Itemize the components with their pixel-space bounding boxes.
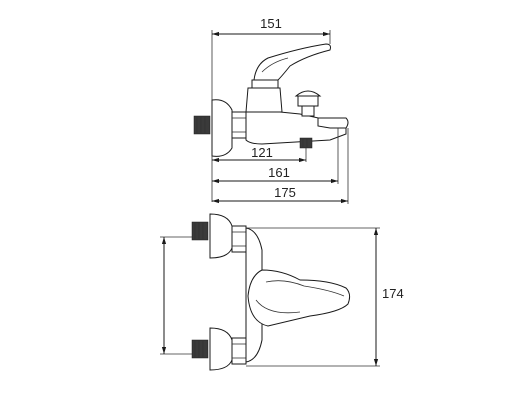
dimension-label-175: 175: [274, 185, 296, 200]
side-diverter-knob: [297, 95, 319, 107]
front-top-hex-nut: [231, 225, 247, 253]
inlet-spacing-dimension: [160, 236, 192, 355]
front-view: [191, 213, 351, 371]
front-top-inlet-thread: [191, 221, 209, 241]
side-spout: [317, 117, 349, 129]
front-bottom-wall-flange: [209, 327, 233, 371]
side-cartridge-housing: [245, 87, 283, 113]
side-wall-flange: [211, 99, 233, 157]
side-view: [193, 43, 349, 157]
dimension-161: 161: [212, 128, 339, 184]
dimension-174: 174: [246, 227, 404, 367]
dimension-label-174: 174: [382, 286, 404, 301]
side-cartridge-collar: [251, 79, 279, 89]
front-bottom-hex-nut: [231, 337, 247, 365]
side-lever-handle: [253, 43, 331, 81]
dimension-175: 175: [212, 128, 349, 204]
dimension-label-161: 161: [268, 165, 290, 180]
front-top-wall-flange: [209, 213, 233, 259]
dimension-label-151: 151: [260, 16, 282, 31]
dimension-label-121: 121: [251, 145, 273, 160]
side-shower-outlet-thread: [299, 137, 313, 149]
side-diverter-stem: [301, 105, 315, 117]
dimension-151: 151: [211, 16, 331, 100]
side-hex-nut: [231, 111, 247, 139]
side-inlet-thread: [193, 115, 211, 135]
front-lever-handle: [247, 269, 351, 327]
front-bottom-inlet-thread: [191, 339, 209, 359]
